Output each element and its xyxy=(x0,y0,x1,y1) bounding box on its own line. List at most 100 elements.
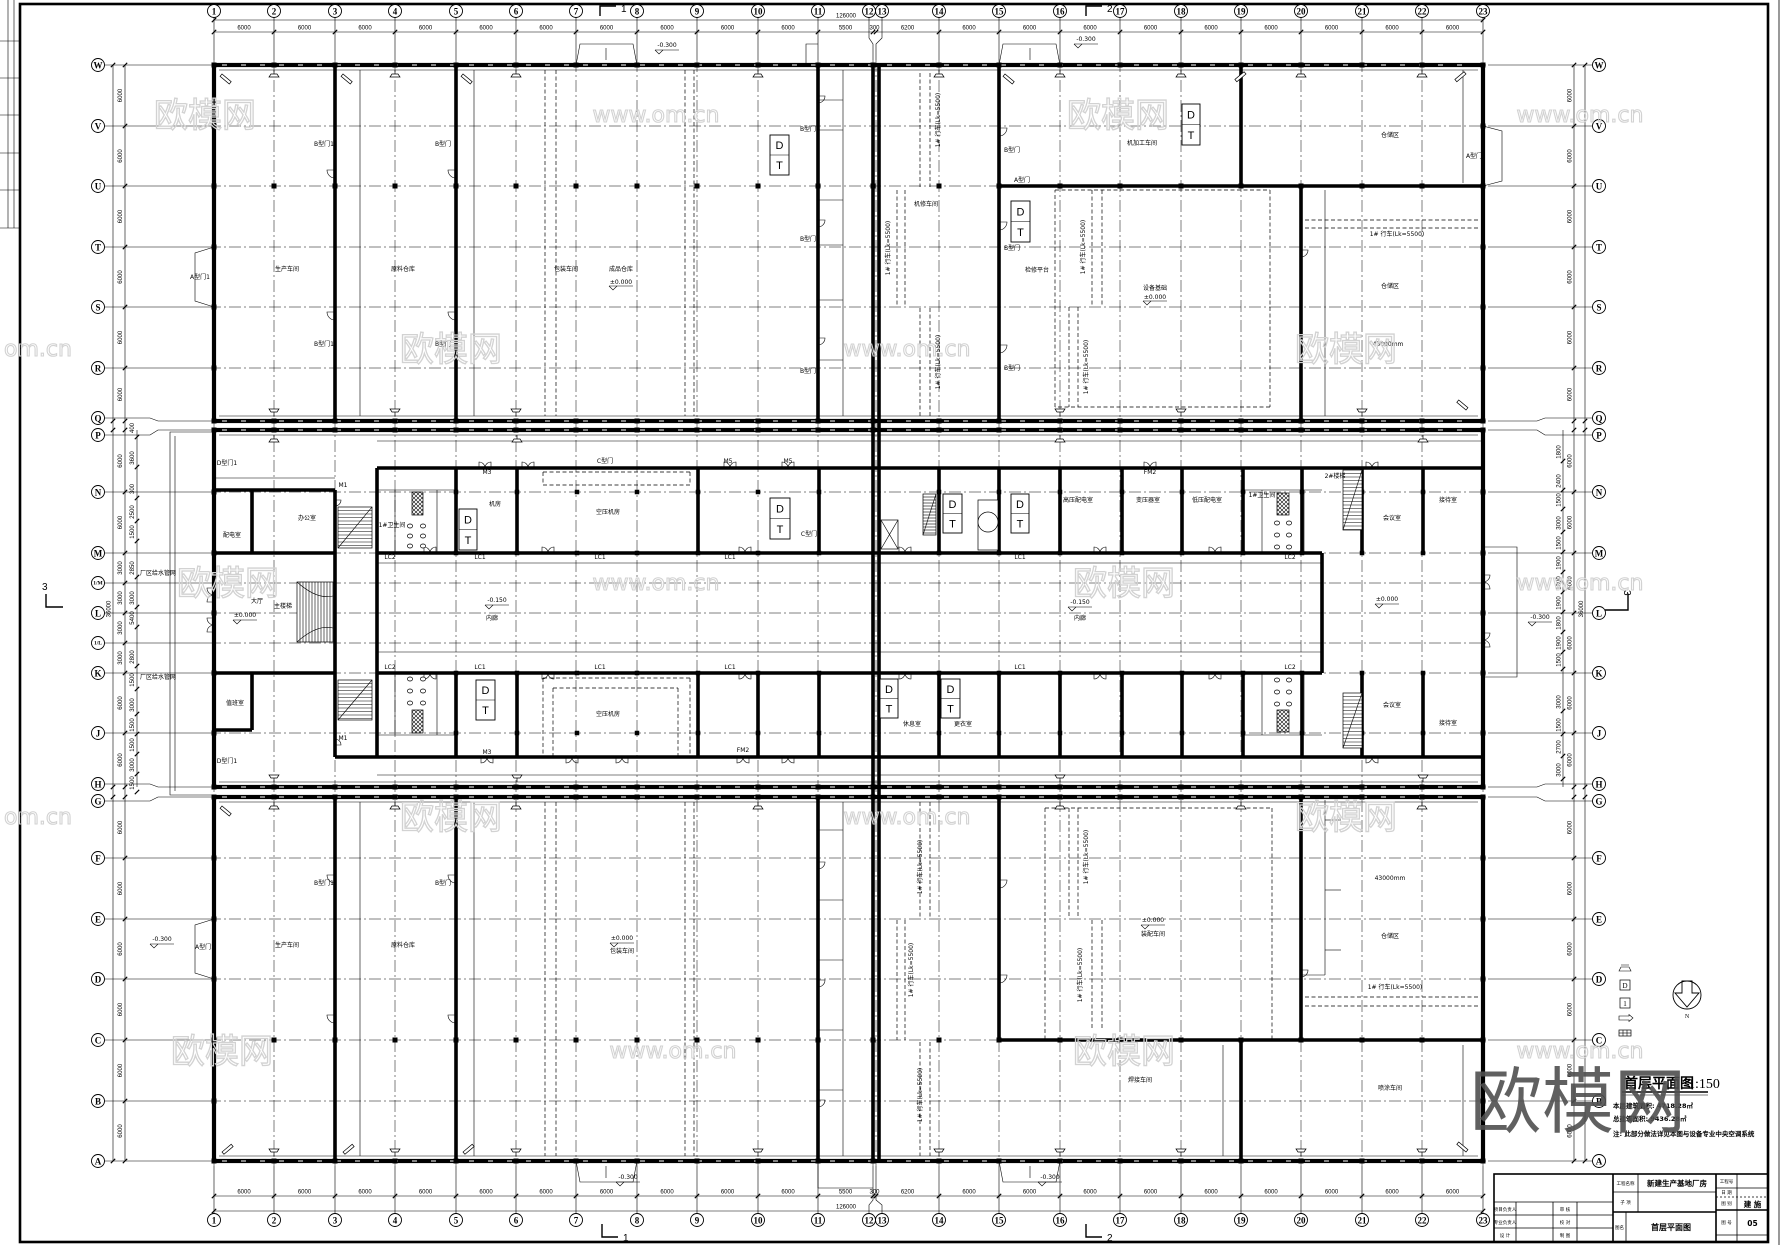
structural-column xyxy=(816,730,822,736)
structural-column xyxy=(513,784,519,790)
structural-column xyxy=(392,794,398,800)
brand-watermark: 欧模网 xyxy=(1295,330,1397,370)
structural-column xyxy=(815,183,821,189)
column-bubble-top: 1 xyxy=(207,4,221,18)
fire-hydrant-icon xyxy=(1416,70,1428,78)
dim-label: 6000 xyxy=(1568,820,1574,834)
column-bubble-bottom: 21 xyxy=(1355,1213,1369,1227)
structural-column xyxy=(1179,730,1185,736)
pipe-shaft xyxy=(1276,492,1290,516)
grid-bubble-label: 5 xyxy=(454,1216,459,1226)
fire-hydrant-icon xyxy=(268,802,280,810)
structural-column xyxy=(1419,794,1425,800)
room-label: LC1 xyxy=(594,554,606,561)
grid-bubble xyxy=(91,1094,105,1108)
grid-bubble-label: V xyxy=(95,122,102,132)
room-label: ±0.000 xyxy=(610,279,632,286)
column-bubble-bottom: 2 xyxy=(267,1213,281,1227)
row-bubble-left: L xyxy=(91,606,105,620)
row-bubble-right: M xyxy=(1592,546,1606,560)
structural-column xyxy=(1420,670,1426,676)
dim-label: 2500 xyxy=(130,505,136,519)
dim-tick xyxy=(122,1158,128,1164)
grid-bubble-label: 18 xyxy=(1177,1216,1187,1226)
canopy-outline xyxy=(194,918,215,980)
structural-column xyxy=(1359,1158,1365,1164)
room-label: 休息室 xyxy=(903,720,921,728)
dim-label: 1800 xyxy=(1557,445,1563,459)
grid-bubble-label: 21 xyxy=(1358,7,1368,17)
dim-tick xyxy=(122,427,128,433)
row-bubble-left: M xyxy=(91,546,105,560)
dim-tick xyxy=(453,29,459,35)
elevator-label-t: T xyxy=(886,703,893,715)
row-bubble-right: Q xyxy=(1592,411,1606,425)
structural-column xyxy=(694,1158,700,1164)
door-swing-icon xyxy=(817,95,826,104)
grid-bubble-label: R xyxy=(1596,364,1603,374)
dim-tick xyxy=(134,751,140,757)
elevation-marker-icon xyxy=(608,285,633,291)
grid-bubble xyxy=(91,636,105,650)
grid-bubble-label: C xyxy=(1596,1036,1603,1046)
structural-column xyxy=(870,1158,876,1164)
fire-hydrant-icon xyxy=(268,774,280,782)
dim-label-total: 36000 xyxy=(107,600,113,617)
structural-column xyxy=(453,1037,459,1043)
dim-tick xyxy=(1571,244,1577,250)
dim-tick xyxy=(1560,753,1566,759)
dim-label: 1500 xyxy=(130,673,136,687)
column-bubble-top: 2 xyxy=(267,4,281,18)
structural-column xyxy=(996,730,1002,736)
dim-label-bottom: 6000 xyxy=(1264,1190,1278,1196)
dim-label: 6000 xyxy=(118,1063,124,1077)
dim-tick xyxy=(1238,29,1244,35)
structural-column xyxy=(936,418,942,424)
grid-bubble xyxy=(91,794,105,808)
fire-hydrant-icon xyxy=(933,70,945,78)
url-watermark: www.om.cn xyxy=(844,805,971,830)
url-watermark: www.om.cn xyxy=(1517,571,1644,596)
dim-label: 6000 xyxy=(1568,753,1574,767)
row-bubble-left: 1/M xyxy=(91,576,105,590)
sheet-number: 05 xyxy=(1747,1219,1757,1228)
dim-tick xyxy=(1057,29,1063,35)
grid-bubble-label: 17 xyxy=(1116,1216,1126,1226)
brand-watermark: 欧模网 xyxy=(1295,798,1397,838)
grid-extension-line xyxy=(1488,796,1593,802)
elevation-triangle xyxy=(609,942,619,948)
grid-bubble-label: 23 xyxy=(1479,1216,1489,1226)
structural-column xyxy=(1480,365,1486,371)
structural-column xyxy=(870,427,876,433)
url-watermark: www.om.cn xyxy=(1517,1039,1644,1064)
dim-label: 6000 xyxy=(1568,942,1574,956)
structural-column xyxy=(996,62,1002,68)
dim-tick xyxy=(134,604,140,610)
door-swing-icon xyxy=(429,546,437,554)
grid-bubble-label: D xyxy=(95,975,102,985)
room-label: 高压配电室 xyxy=(1063,496,1093,504)
grid-bubble-label: 1/L xyxy=(94,641,102,647)
structural-column xyxy=(694,418,700,424)
grid-bubble xyxy=(1592,546,1606,560)
structural-column xyxy=(1119,670,1125,676)
grid-bubble xyxy=(1234,1213,1248,1227)
dim-tick xyxy=(755,29,761,35)
grid-bubble xyxy=(91,485,105,499)
elevation-triangle xyxy=(1140,924,1150,930)
grid-extension-line xyxy=(1488,429,1593,436)
dim-tick xyxy=(694,1193,700,1199)
column-bubble-bottom: 20 xyxy=(1294,1213,1308,1227)
structural-column xyxy=(996,784,1002,790)
fire-hydrant-icon xyxy=(511,774,523,782)
room-label: M5 xyxy=(784,458,793,465)
fire-extinguisher-icon xyxy=(342,1143,355,1155)
structural-column xyxy=(816,489,822,495)
grid-bubble xyxy=(449,1213,463,1227)
structural-column xyxy=(755,489,761,495)
dim-tick xyxy=(134,574,140,580)
toilet-fixture-icon xyxy=(1274,689,1280,695)
elevation-triangle xyxy=(1142,300,1152,306)
row-bubble-right: H xyxy=(1592,777,1606,791)
elevation-marker-icon xyxy=(1527,621,1552,627)
